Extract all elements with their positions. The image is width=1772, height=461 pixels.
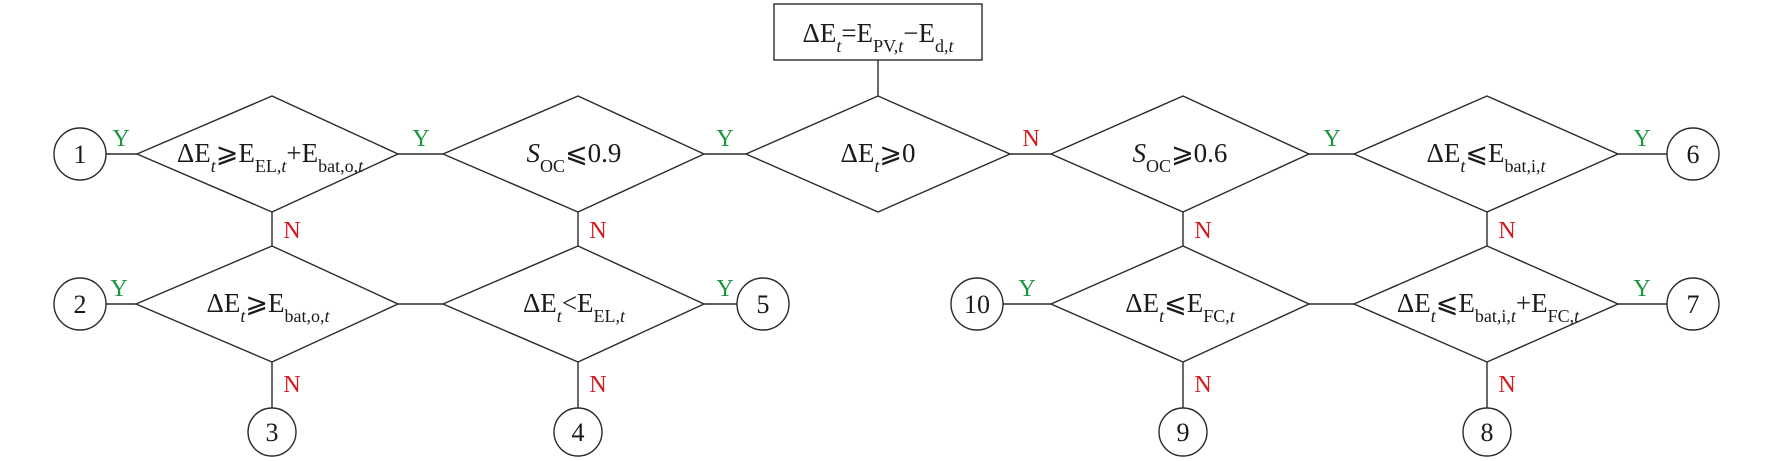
decision-2-label: SOC⩽0.9 — [527, 138, 622, 176]
decision-8-label: ΔEt⩽EFC,t — [1125, 288, 1236, 326]
no-label: N — [1498, 218, 1515, 244]
outcome-2: 2 — [53, 277, 107, 331]
no-label: N — [1022, 126, 1039, 152]
outcome-7: 7 — [1666, 277, 1720, 331]
outcome-7-label: 7 — [1687, 290, 1700, 319]
yes-label: Y — [716, 126, 733, 152]
outcome-6: 6 — [1666, 127, 1720, 181]
outcome-5: 5 — [736, 277, 790, 331]
outcome-8-label: 8 — [1481, 418, 1494, 447]
decision-7: ΔEt<EEL,t — [441, 245, 706, 363]
outcome-3-label: 3 — [266, 418, 279, 447]
outcome-10: 10 — [950, 277, 1004, 331]
yes-label: Y — [110, 276, 127, 302]
no-label: N — [1194, 372, 1211, 398]
outcome-6-label: 6 — [1687, 140, 1700, 169]
decision-7-label: ΔEt<EEL,t — [523, 288, 626, 326]
decision-3-label: ΔEt⩾0 — [841, 138, 916, 176]
outcome-10-label: 10 — [964, 290, 990, 319]
start-box: ΔEt=EPV,t−Ed,t — [773, 3, 983, 61]
connectors — [106, 60, 1667, 408]
yes-label: Y — [412, 126, 429, 152]
no-label: N — [589, 218, 606, 244]
no-label: N — [1498, 372, 1515, 398]
yes-label: Y — [1323, 126, 1340, 152]
no-label: N — [283, 218, 300, 244]
decision-5: ΔEt⩽Ebat,i,t — [1352, 95, 1620, 213]
yes-label: Y — [716, 276, 733, 302]
outcome-9-label: 9 — [1177, 418, 1190, 447]
yes-label: Y — [112, 126, 129, 152]
no-label: N — [1194, 218, 1211, 244]
decision-1-label: ΔEt⩾EEL,t+Ebat,o,t — [177, 138, 364, 176]
yes-label: Y — [1018, 276, 1035, 302]
outcome-4-label: 4 — [572, 418, 585, 447]
outcome-1: 1 — [53, 127, 107, 181]
outcome-5-label: 5 — [757, 290, 770, 319]
yes-label: Y — [1633, 276, 1650, 302]
start-box-label: ΔEt=EPV,t−Ed,t — [802, 18, 954, 56]
no-label: N — [283, 372, 300, 398]
no-label: N — [589, 372, 606, 398]
outcome-4: 4 — [553, 407, 603, 457]
decision-9-label: ΔEt⩽Ebat,i,t+EFC,t — [1397, 288, 1580, 326]
branch-labels: Y Y Y N Y Y N N N N Y Y Y Y N N N N — [110, 126, 1650, 398]
decision-6: ΔEt⩾Ebat,o,t — [134, 245, 400, 363]
decision-4: SOC⩾0.6 — [1049, 95, 1311, 213]
outcome-8: 8 — [1462, 407, 1512, 457]
decision-4-label: SOC⩾0.6 — [1133, 138, 1228, 176]
decision-9: ΔEt⩽Ebat,i,t+EFC,t — [1352, 245, 1620, 363]
yes-label: Y — [1633, 126, 1650, 152]
decision-5-label: ΔEt⩽Ebat,i,t — [1426, 138, 1546, 176]
outcome-1-label: 1 — [74, 140, 87, 169]
decision-2: SOC⩽0.9 — [441, 95, 706, 213]
decision-1: ΔEt⩾EEL,t+Ebat,o,t — [135, 95, 400, 213]
outcome-2-label: 2 — [74, 290, 87, 319]
outcome-3: 3 — [247, 407, 297, 457]
decision-6-label: ΔEt⩾Ebat,o,t — [206, 288, 330, 326]
decision-8: ΔEt⩽EFC,t — [1049, 245, 1311, 363]
decision-3: ΔEt⩾0 — [744, 95, 1012, 213]
outcome-9: 9 — [1158, 407, 1208, 457]
